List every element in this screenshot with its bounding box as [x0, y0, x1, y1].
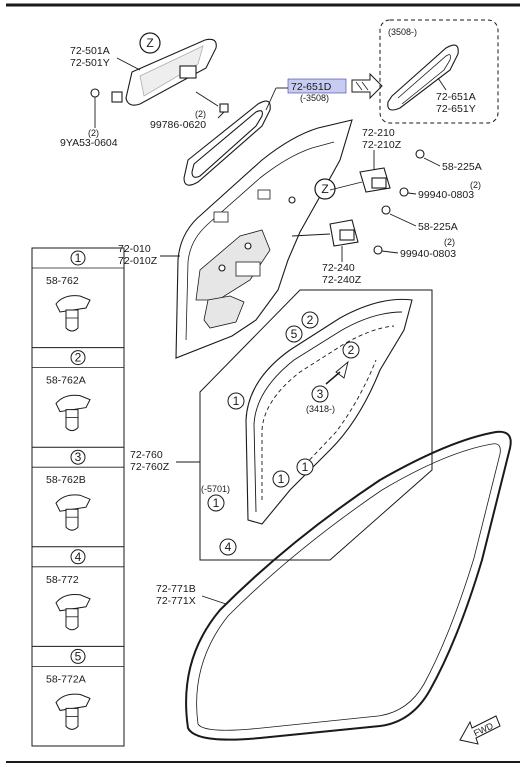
- legend-key-circle: [70, 549, 86, 565]
- label-bolt-qty: (2): [195, 109, 206, 119]
- label-72-010z: 72-010Z: [118, 255, 158, 267]
- label-72-760: 72-760: [130, 449, 163, 461]
- upper-hinge-nut: [399, 187, 417, 197]
- legend-part-number: 58-772A: [46, 673, 86, 685]
- callout-1-upper: 1: [227, 392, 245, 410]
- svg-text:1: 1: [233, 394, 240, 408]
- label-58-225a-lower: 58-225A: [418, 221, 458, 233]
- callout-2-top: 2: [301, 311, 319, 329]
- svg-text:4: 4: [225, 540, 232, 554]
- lower-hinge[interactable]: [291, 219, 359, 247]
- replacement-box: [379, 19, 499, 124]
- legend-key-circle: [70, 449, 86, 465]
- highlight-72-651d: [287, 78, 347, 94]
- glass-weatherstrip-new[interactable]: [387, 44, 459, 111]
- callout-z-door-text: Z: [321, 182, 328, 196]
- callout-z-door: Z: [314, 178, 336, 200]
- bolt-99786: [217, 103, 229, 119]
- glass-weatherstrip-old[interactable]: [183, 100, 271, 186]
- label-3508-note: (-3508): [300, 93, 329, 103]
- svg-text:3: 3: [317, 387, 324, 401]
- label-lower-nut-qty: (2): [444, 237, 455, 247]
- legend-row-2: 2 58-762A: [32, 347, 124, 432]
- legend-part-number: 58-762A: [46, 375, 86, 387]
- callout-2-side: 2: [342, 341, 360, 359]
- callout-3: 3: [311, 385, 329, 403]
- label-72-240: 72-240: [322, 262, 355, 274]
- opening-weatherstrip[interactable]: [185, 430, 512, 741]
- clip-icon: [55, 394, 91, 432]
- label-72-501y: 72-501Y: [70, 57, 110, 69]
- svg-text:2: 2: [348, 343, 355, 357]
- legend-key-circle: [70, 250, 86, 266]
- screw-9ya53: [90, 88, 100, 128]
- label-3418-note: (3418-): [306, 404, 335, 414]
- label-72-771x: 72-771X: [156, 595, 196, 607]
- legend-key-circle: [70, 350, 86, 366]
- svg-text:5: 5: [291, 327, 298, 341]
- callout-5: 5: [285, 325, 303, 343]
- legend-key-text: 5: [75, 649, 82, 663]
- label-72-210: 72-210: [362, 127, 395, 139]
- callout-1-mid: 1: [272, 470, 290, 488]
- clip-icon: [55, 593, 91, 631]
- upper-hinge-bolt: [415, 149, 441, 167]
- label-72-010: 72-010: [118, 243, 151, 255]
- callout-1-right: 1: [296, 458, 314, 476]
- replacement-arrow: [351, 72, 383, 100]
- lower-hinge-nut: [373, 245, 399, 255]
- label-9ya53-0604: 9YA53-0604: [60, 137, 118, 149]
- label-72-651d[interactable]: 72-651D: [291, 81, 332, 93]
- seal-detail-frame: [199, 289, 433, 561]
- label-72-651a: 72-651A: [436, 91, 476, 103]
- quarter-glass[interactable]: [111, 38, 217, 106]
- legend-row-4: 4 58-772: [32, 546, 124, 631]
- fwd-arrow-icon: FWD: [459, 715, 501, 745]
- callout-z-top-text: Z: [146, 36, 153, 50]
- label-3508-new: (3508-): [388, 27, 417, 37]
- legend-part-number: 58-762: [46, 275, 79, 287]
- svg-text:1: 1: [213, 496, 220, 510]
- label-72-210z: 72-210Z: [362, 139, 402, 151]
- legend-part-number: 58-772: [46, 574, 79, 586]
- label-upper-nut-qty: (2): [470, 180, 481, 190]
- callout-1-lower: 1: [207, 494, 225, 512]
- legend-key-circle: [70, 648, 86, 664]
- label-99940-0803-upper: 99940-0803: [418, 189, 474, 201]
- legend-row-5: 5 58-772A: [32, 645, 124, 730]
- svg-text:1: 1: [278, 472, 285, 486]
- clip-icon: [55, 693, 91, 730]
- upper-hinge[interactable]: [329, 167, 391, 193]
- label-99940-0803-lower: 99940-0803: [400, 248, 456, 260]
- label-72-760z: 72-760Z: [130, 461, 170, 473]
- seal-arrow: [325, 360, 349, 385]
- legend-key-text: 1: [75, 251, 82, 265]
- rear-door-panel[interactable]: [175, 119, 353, 359]
- svg-text:2: 2: [307, 313, 314, 327]
- legend-part-number: 58-762B: [46, 474, 86, 486]
- callout-4: 4: [219, 538, 237, 556]
- clip-icon: [55, 494, 91, 531]
- clip-legend: 1 58-762 2 58-762A 3 58-762B 4 58-772 5 58-772A: [31, 247, 125, 747]
- door-seal[interactable]: [245, 298, 413, 525]
- label-72-501a: 72-501A: [70, 45, 110, 57]
- lower-hinge-bolt: [381, 205, 417, 227]
- label-screw-qty: (2): [88, 128, 99, 138]
- label-72-651y: 72-651Y: [436, 103, 476, 115]
- legend-key-text: 3: [75, 450, 82, 464]
- label-58-225a-upper: 58-225A: [442, 161, 482, 173]
- legend-key-text: 2: [75, 351, 82, 365]
- legend-row-1: 1 58-762: [32, 250, 124, 332]
- label-99786-0620: 99786-0620: [150, 119, 206, 131]
- svg-text:1: 1: [302, 460, 309, 474]
- callout-z-top: Z: [139, 32, 161, 54]
- clip-icon: [55, 295, 91, 332]
- label-5701-note: (-5701): [201, 484, 230, 494]
- label-72-240z: 72-240Z: [322, 274, 362, 286]
- legend-key-text: 4: [75, 550, 82, 564]
- legend-row-3: 3 58-762B: [32, 446, 124, 531]
- label-72-771b: 72-771B: [156, 583, 196, 595]
